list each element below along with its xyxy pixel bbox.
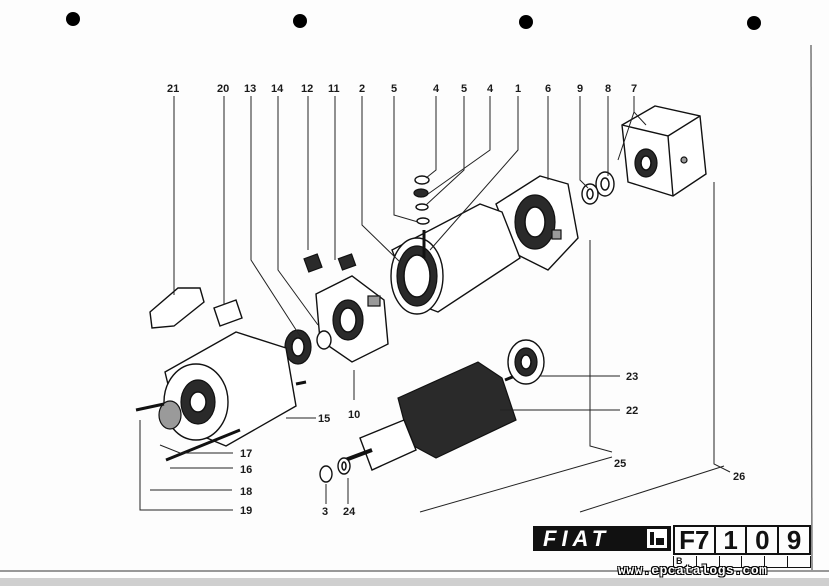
sub-cell	[787, 556, 810, 567]
circlip-washer-part	[319, 457, 351, 483]
stator-yoke-part	[390, 203, 521, 315]
sub-cell	[695, 556, 719, 567]
callout-17: 17	[240, 448, 252, 460]
bearing-part	[284, 329, 332, 365]
callout-5b: 5	[461, 83, 467, 95]
nut-washer-stack	[413, 175, 430, 225]
code-cell: 1	[713, 525, 746, 555]
bracket-part	[149, 287, 243, 329]
callout-14: 14	[271, 83, 284, 95]
commutator-end-housing-part	[158, 331, 297, 447]
callout-13: 13	[244, 83, 256, 95]
code-cell: 9	[777, 525, 809, 555]
callout-12: 12	[301, 83, 313, 95]
callout-6: 6	[545, 83, 551, 95]
callout-labels: 21 20 13 14 12 11 2 5 4 5 4 1 6 9 8 7 15…	[167, 83, 745, 518]
drawing-sub-row: B	[673, 556, 811, 568]
callout-4a: 4	[433, 83, 440, 95]
armature-part	[339, 361, 521, 471]
through-bolt-part	[135, 380, 307, 462]
sub-cell	[718, 556, 742, 567]
bushing-part	[581, 171, 615, 205]
callout-20: 20	[217, 83, 229, 95]
punch-hole	[519, 15, 533, 29]
frame-line	[810, 44, 813, 571]
callout-1: 1	[515, 83, 521, 95]
callout-19: 19	[240, 505, 252, 517]
callout-16: 16	[240, 464, 252, 476]
callout-9: 9	[577, 83, 583, 95]
punch-hole	[293, 14, 307, 28]
callout-2: 2	[359, 83, 365, 95]
brand-logo-icon	[647, 529, 667, 548]
callout-3: 3	[322, 506, 328, 518]
end-housing-part	[621, 105, 707, 197]
callout-7: 7	[631, 83, 637, 95]
callout-18: 18	[240, 486, 252, 498]
callout-10: 10	[348, 409, 360, 421]
brand-name: FIAT	[543, 525, 611, 551]
callout-23: 23	[626, 371, 638, 383]
drawing-code-box: F7 1 0 9	[673, 525, 811, 555]
bottom-border	[0, 578, 829, 586]
brush-part	[303, 253, 357, 273]
callout-15: 15	[318, 413, 330, 425]
callout-22: 22	[626, 405, 638, 417]
leader-lines	[139, 96, 731, 513]
punch-hole	[747, 16, 761, 30]
code-cell: 0	[745, 525, 777, 555]
code-cell: F7	[679, 524, 710, 555]
fiat-brand-box: FIAT	[533, 526, 671, 551]
sub-cell-label: B	[676, 556, 683, 566]
armature-bearing-part	[507, 339, 545, 385]
sub-cell	[764, 556, 787, 567]
callout-21: 21	[167, 83, 179, 95]
sub-cell	[741, 556, 764, 567]
callout-24: 24	[343, 506, 356, 518]
callout-8: 8	[605, 83, 611, 95]
punch-hole	[66, 12, 80, 26]
callout-4b: 4	[487, 83, 494, 95]
callout-25: 25	[614, 458, 626, 470]
callout-5a: 5	[391, 83, 397, 95]
watermark-text[interactable]: www.epcatalogs.com	[618, 563, 768, 578]
callout-26: 26	[733, 471, 745, 483]
brush-holder-plate-part	[315, 275, 389, 363]
callout-11: 11	[328, 83, 340, 95]
